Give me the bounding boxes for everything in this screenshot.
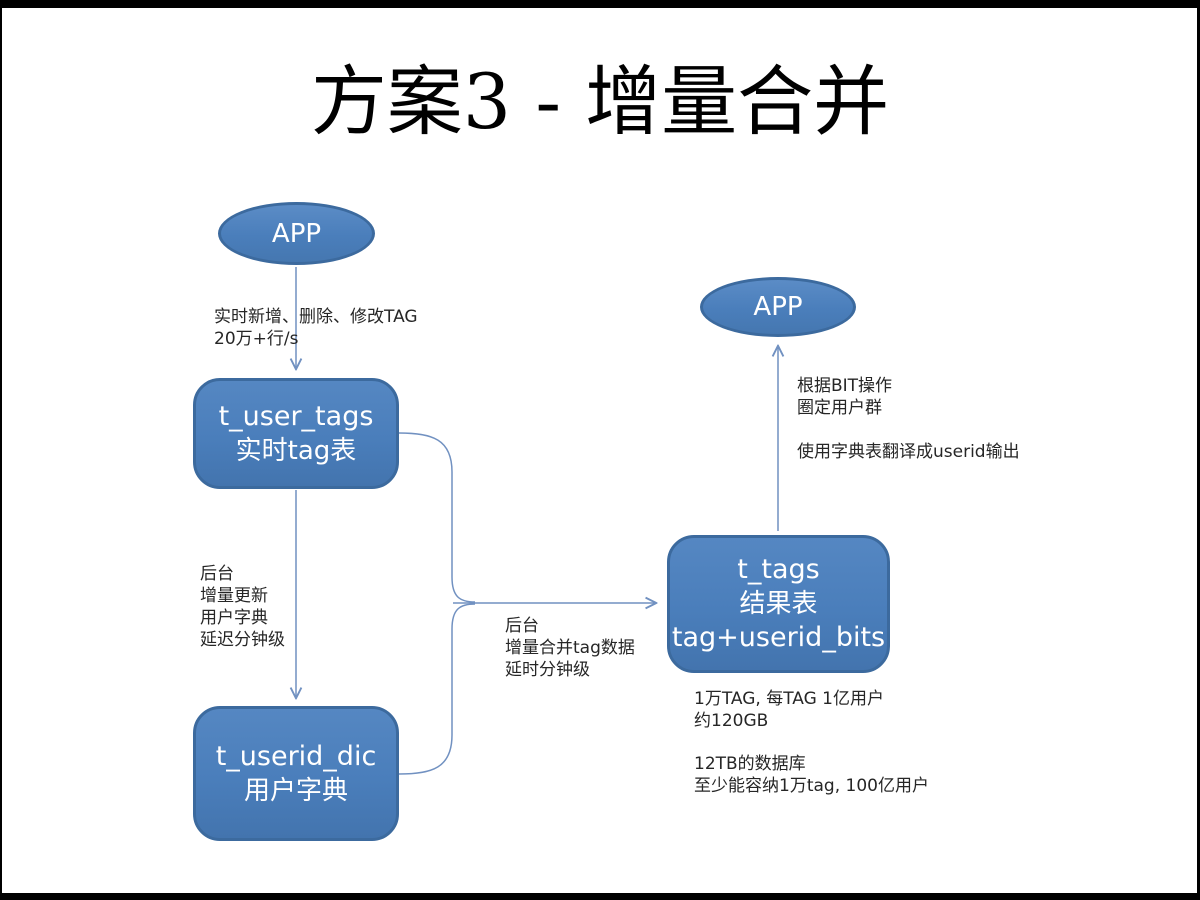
node-t-tags-detail: tag+userid_bits <box>671 622 886 653</box>
node-app-left-label: APP <box>271 218 322 249</box>
annotation-line: 增量合并tag数据 <box>505 638 635 658</box>
annotation-line: 实时新增、删除、修改TAG <box>214 307 418 327</box>
annotation-capacity: 1万TAG, 每TAG 1亿用户 约120GB <box>694 688 884 732</box>
node-t-userid-dic: t_userid_dic 用户字典 <box>193 706 399 841</box>
annotation-line: 12TB的数据库 <box>694 754 806 774</box>
annotation-line: 20万+行/s <box>214 329 299 349</box>
annotation-line: 使用字典表翻译成userid输出 <box>797 442 1020 462</box>
annotation-line: 约120GB <box>694 711 769 731</box>
annotation-line: 用户字典 <box>200 608 268 628</box>
annotation-bit-ops: 根据BIT操作 圈定用户群 使用字典表翻译成userid输出 <box>797 375 1020 463</box>
node-t-tags-desc: 结果表 <box>739 589 818 619</box>
node-t-user-tags-name: t_user_tags <box>218 400 374 432</box>
annotation-line: 后台 <box>505 616 539 636</box>
annotation-merge: 后台 增量合并tag数据 延时分钟级 <box>505 615 635 681</box>
frame-left <box>0 0 2 900</box>
frame-top <box>0 0 1200 8</box>
annotation-line: 圈定用户群 <box>797 398 882 418</box>
annotation-dic-update: 后台 增量更新 用户字典 延迟分钟级 <box>200 563 285 651</box>
frame-bottom <box>0 893 1200 900</box>
frame-right <box>1197 0 1200 900</box>
annotation-line: 延迟分钟级 <box>200 630 285 650</box>
node-t-tags: t_tags 结果表 tag+userid_bits <box>667 535 890 673</box>
node-app-right: APP <box>700 277 856 337</box>
node-t-tags-name: t_tags <box>737 554 820 585</box>
node-t-user-tags-desc: 实时tag表 <box>235 435 357 466</box>
annotation-line: 延时分钟级 <box>505 660 590 680</box>
annotation-line: 至少能容纳1万tag, 100亿用户 <box>694 776 929 796</box>
connector-user-tags-elbow <box>398 432 476 603</box>
node-t-user-tags: t_user_tags 实时tag表 <box>193 378 399 489</box>
annotation-db-size: 12TB的数据库 至少能容纳1万tag, 100亿用户 <box>694 753 929 797</box>
annotation-line: 根据BIT操作 <box>797 376 893 396</box>
node-t-userid-dic-name: t_userid_dic <box>215 740 377 772</box>
slide-title: 方案3 - 增量合并 <box>310 57 890 146</box>
annotation-line: 后台 <box>200 564 234 584</box>
connector-userid-dic-elbow <box>398 603 476 775</box>
annotation-line: 增量更新 <box>200 586 268 606</box>
annotation-realtime-writes: 实时新增、删除、修改TAG 20万+行/s <box>214 306 418 350</box>
node-t-userid-dic-desc: 用户字典 <box>243 775 348 806</box>
node-app-left: APP <box>218 202 375 265</box>
node-app-right-label: APP <box>753 292 803 322</box>
annotation-line: 1万TAG, 每TAG 1亿用户 <box>694 689 884 709</box>
